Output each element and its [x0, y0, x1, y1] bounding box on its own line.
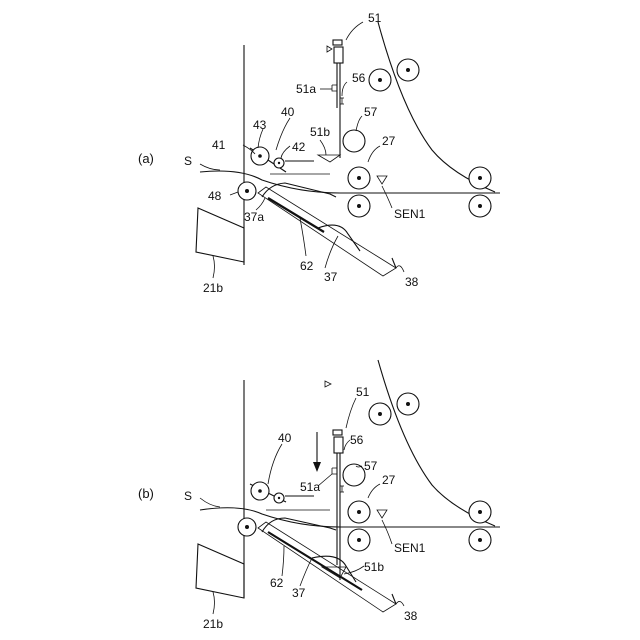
leader-lines — [200, 398, 404, 614]
label-51: 51 — [368, 11, 382, 25]
roller-axis — [478, 510, 482, 514]
label-41: 41 — [212, 138, 226, 152]
label-s: S — [184, 154, 192, 168]
label-40: 40 — [281, 105, 295, 119]
roller-axis — [278, 497, 280, 499]
label-40: 40 — [278, 431, 292, 445]
roller-axis — [406, 68, 410, 72]
roller-axis — [357, 510, 361, 514]
roller-axis — [478, 204, 482, 208]
tray-37 — [258, 187, 396, 276]
sensor-marker — [327, 46, 332, 52]
label-37a: 37a — [244, 210, 264, 224]
roller-57 — [343, 464, 365, 486]
label-27: 27 — [382, 134, 396, 148]
roller-axis — [378, 412, 382, 416]
label-sen1: SEN1 — [394, 541, 426, 555]
lever-cap — [333, 430, 342, 435]
roller-axis — [245, 525, 249, 529]
sensor-sen1 — [377, 176, 387, 184]
label-42: 42 — [292, 140, 306, 154]
roller-axis — [478, 176, 482, 180]
roller-axis — [357, 176, 361, 180]
roller-axis — [357, 204, 361, 208]
sensor-sen1 — [377, 510, 387, 518]
label-51b: 51b — [310, 125, 330, 139]
label-21b: 21b — [203, 281, 223, 295]
roller-axis — [278, 162, 280, 164]
sensor-marker — [325, 381, 331, 387]
label-62: 62 — [270, 576, 284, 590]
roller-axis — [258, 154, 262, 158]
label-s: S — [184, 489, 192, 503]
label-37: 37 — [324, 270, 338, 284]
label-56: 56 — [352, 71, 366, 85]
label-51a: 51a — [300, 480, 320, 494]
label-57: 57 — [364, 459, 378, 473]
panel-a-label: (a) — [138, 151, 154, 166]
label-62: 62 — [300, 259, 314, 273]
label-27: 27 — [382, 473, 396, 487]
roller-axis — [406, 402, 410, 406]
label-43: 43 — [253, 118, 267, 132]
label-38: 38 — [405, 275, 419, 289]
lever-51a-tab — [332, 85, 337, 91]
conveyance-guide-curve — [378, 22, 495, 192]
roller-axis — [258, 489, 262, 493]
label-57: 57 — [364, 105, 378, 119]
lever-51-head — [334, 47, 343, 63]
label-38: 38 — [404, 609, 418, 623]
tray-37a — [262, 518, 336, 532]
cassette-21b — [196, 208, 244, 262]
plate-62 — [268, 198, 324, 232]
label-37: 37 — [292, 586, 306, 600]
label-48: 48 — [208, 189, 222, 203]
lever-51-head — [334, 437, 343, 453]
lever-cap — [333, 40, 342, 45]
roller-axis — [245, 189, 249, 193]
label-51a: 51a — [296, 82, 316, 96]
roller-axis — [378, 78, 382, 82]
lever-51b-tip — [318, 155, 340, 162]
label-51: 51 — [356, 385, 370, 399]
roller-axis — [357, 538, 361, 542]
label-56: 56 — [350, 433, 364, 447]
label-51b: 51b — [364, 560, 384, 574]
down-arrow-icon — [313, 462, 321, 472]
roller-57 — [343, 130, 365, 152]
roller-axis — [478, 538, 482, 542]
label-sen1: SEN1 — [394, 207, 426, 221]
panel-b-label: (b) — [138, 486, 154, 501]
panel-a: (a) — [138, 11, 500, 295]
panel-b: (b) — [138, 360, 500, 631]
cassette-21b — [196, 544, 244, 598]
lever-51a-tab — [332, 468, 337, 474]
label-21b: 21b — [203, 617, 223, 631]
